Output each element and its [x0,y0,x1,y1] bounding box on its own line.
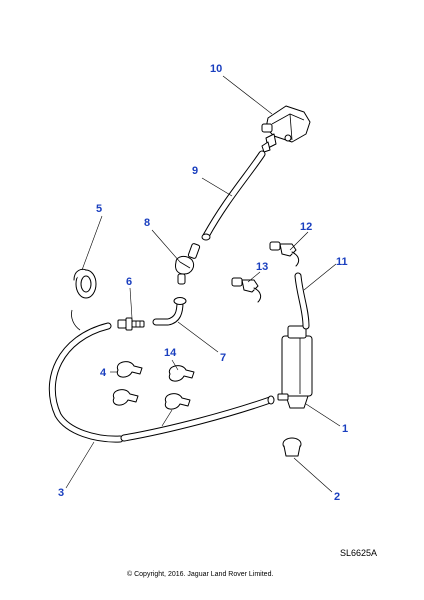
callout-11: 11 [336,256,348,268]
callout-1: 1 [342,423,348,435]
callout-7: 7 [220,352,226,364]
washer-pump-part [277,325,313,409]
callout-2: 2 [334,491,340,503]
callout-9: 9 [192,165,198,177]
callout-10: 10 [210,63,222,75]
hose-upper-part [201,150,266,241]
hose-clip-part [112,361,143,406]
plug-part [282,437,302,457]
check-valve-lower-part [231,277,262,303]
copyright-notice: © Copyright, 2016. Jaguar Land Rover Lim… [127,570,273,578]
hose-clip-pair-part [164,365,195,410]
long-hose-part [48,309,275,443]
check-valve-upper-part [269,241,300,267]
callout-6: 6 [126,276,132,288]
pump-hose-part [294,272,310,330]
callout-14: 14 [164,347,177,359]
callout-8: 8 [144,217,150,229]
leader-lines [65,75,341,493]
washer-jet-part [261,105,311,153]
callout-5: 5 [96,203,102,215]
callout-3: 3 [58,487,64,499]
reference-code: SL6625A [340,548,377,558]
callout-12: 12 [300,221,312,233]
callout-4: 4 [100,367,107,379]
callout-13: 13 [256,261,268,273]
connector-part [117,317,145,331]
non-return-valve-part [175,243,201,285]
grommet-part [73,268,97,299]
elbow-hose-part [152,297,187,326]
